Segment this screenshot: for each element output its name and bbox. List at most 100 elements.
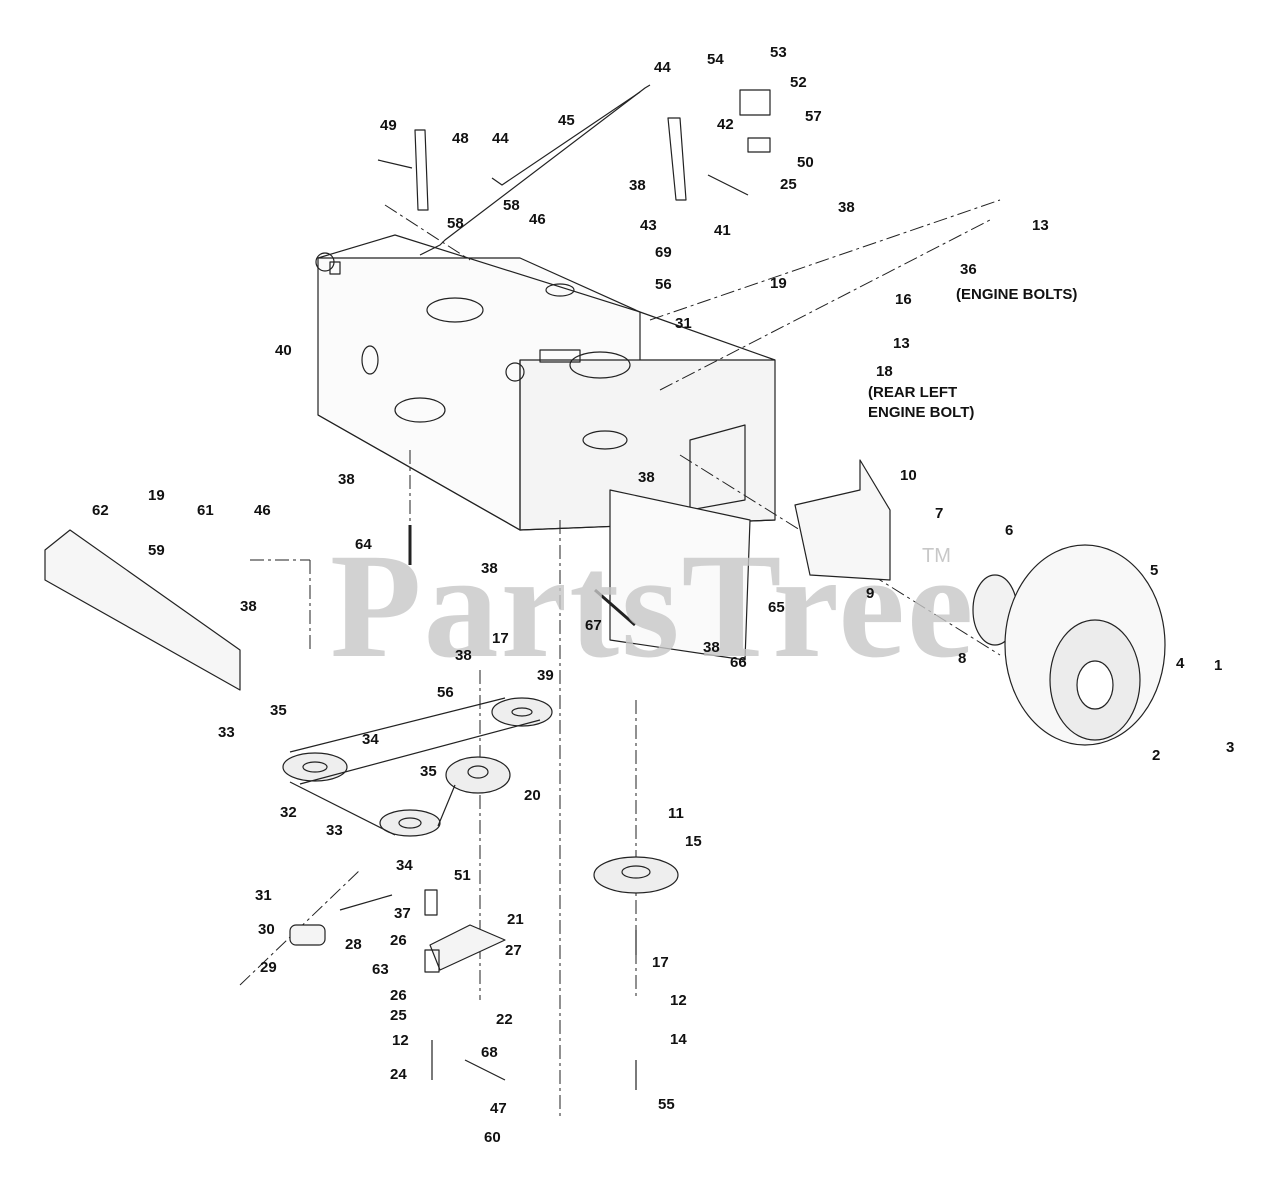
bracket-10	[794, 459, 891, 581]
callout-63: 63	[372, 961, 389, 978]
callout-37: 37	[394, 905, 411, 922]
callout-66: 66	[730, 654, 747, 671]
callout-36: 36	[960, 261, 977, 278]
callout-50: 50	[797, 154, 814, 171]
callout-31: 31	[675, 315, 692, 332]
callout-38-g: 38	[703, 639, 720, 656]
callout-5: 5	[1150, 562, 1159, 579]
callout-57: 57	[805, 108, 822, 125]
callout-38-d: 38	[638, 469, 655, 486]
note-rear-left-2: ENGINE BOLT)	[868, 404, 975, 421]
callout-38-e: 38	[240, 598, 257, 615]
callout-15: 15	[685, 833, 702, 850]
watermark: PartsTree	[330, 523, 976, 689]
callout-46: 46	[529, 211, 546, 228]
callout-17-b: 17	[652, 954, 669, 971]
callout-25-b: 25	[390, 1007, 407, 1024]
callout-34-b: 34	[396, 857, 413, 874]
callout-67: 67	[585, 617, 602, 634]
callout-56: 56	[655, 276, 672, 293]
callout-41: 41	[714, 222, 731, 239]
callout-29: 29	[260, 959, 277, 976]
callout-55: 55	[658, 1096, 675, 1113]
callout-68: 68	[481, 1044, 498, 1061]
callout-32: 32	[280, 804, 297, 821]
idler-arm	[289, 889, 637, 1090]
callout-62: 62	[92, 502, 109, 519]
callout-4: 4	[1176, 655, 1185, 672]
callout-39: 39	[537, 667, 554, 684]
callout-58-b: 58	[447, 215, 464, 232]
note-rear-left-1: (REAR LEFT	[868, 384, 958, 401]
callout-13-b: 13	[893, 335, 910, 352]
callout-40: 40	[275, 342, 292, 359]
callout-17: 17	[492, 630, 509, 647]
callout-19-b: 19	[148, 487, 165, 504]
callout-59: 59	[148, 542, 165, 559]
callout-38-c: 38	[338, 471, 355, 488]
callout-8: 8	[958, 650, 967, 667]
callout-48: 48	[452, 130, 469, 147]
callout-65: 65	[768, 599, 785, 616]
callout-3: 3	[1226, 739, 1235, 756]
deflector-62	[44, 529, 241, 691]
callout-21: 21	[507, 911, 524, 928]
callout-38-h: 38	[455, 647, 472, 664]
callout-56-b: 56	[437, 684, 454, 701]
callout-60: 60	[484, 1129, 501, 1146]
callout-18: 18	[876, 363, 893, 380]
callout-42: 42	[717, 116, 734, 133]
callout-22: 22	[496, 1011, 513, 1028]
callout-14: 14	[670, 1031, 687, 1048]
callout-26-b: 26	[390, 987, 407, 1004]
callout-10: 10	[900, 467, 917, 484]
callout-44: 44	[654, 59, 671, 76]
linkage-45	[377, 84, 771, 256]
callout-1: 1	[1214, 657, 1223, 674]
callout-52: 52	[790, 74, 807, 91]
callout-16: 16	[895, 291, 912, 308]
callout-6: 6	[1005, 522, 1014, 539]
callout-38-f: 38	[481, 560, 498, 577]
callout-54: 54	[707, 51, 724, 68]
callout-28: 28	[345, 936, 362, 953]
callout-46-b: 46	[254, 502, 271, 519]
callout-33: 33	[218, 724, 235, 741]
callout-44-b: 44	[492, 130, 509, 147]
callout-25: 25	[780, 176, 797, 193]
callout-51: 51	[454, 867, 471, 884]
callout-61: 61	[197, 502, 214, 519]
callout-19: 19	[770, 275, 787, 292]
callout-33-b: 33	[326, 822, 343, 839]
callout-35: 35	[270, 702, 287, 719]
callout-2: 2	[1152, 747, 1161, 764]
callout-69: 69	[655, 244, 672, 261]
callout-26: 26	[390, 932, 407, 949]
callout-34: 34	[362, 731, 379, 748]
wheel-5	[1004, 544, 1166, 746]
pulley-15	[593, 856, 679, 894]
frame-40	[315, 234, 776, 531]
callout-11: 11	[668, 805, 684, 822]
callout-30: 30	[258, 921, 275, 938]
watermark-tm: TM	[922, 545, 951, 567]
callout-13: 13	[1032, 217, 1049, 234]
callout-7: 7	[935, 505, 944, 522]
callout-12: 12	[392, 1032, 409, 1049]
callout-9: 9	[866, 585, 875, 602]
callout-20: 20	[524, 787, 541, 804]
callout-12-b: 12	[670, 992, 687, 1009]
callout-53: 53	[770, 44, 787, 61]
callout-47: 47	[490, 1100, 507, 1117]
callout-35-b: 35	[420, 763, 437, 780]
callout-31-b: 31	[255, 887, 272, 904]
callout-58: 58	[503, 197, 520, 214]
callout-43: 43	[640, 217, 657, 234]
callout-24: 24	[390, 1066, 407, 1083]
callout-27: 27	[505, 942, 522, 959]
callout-49: 49	[380, 117, 397, 134]
callout-45: 45	[558, 112, 575, 129]
callout-38-b: 38	[838, 199, 855, 216]
